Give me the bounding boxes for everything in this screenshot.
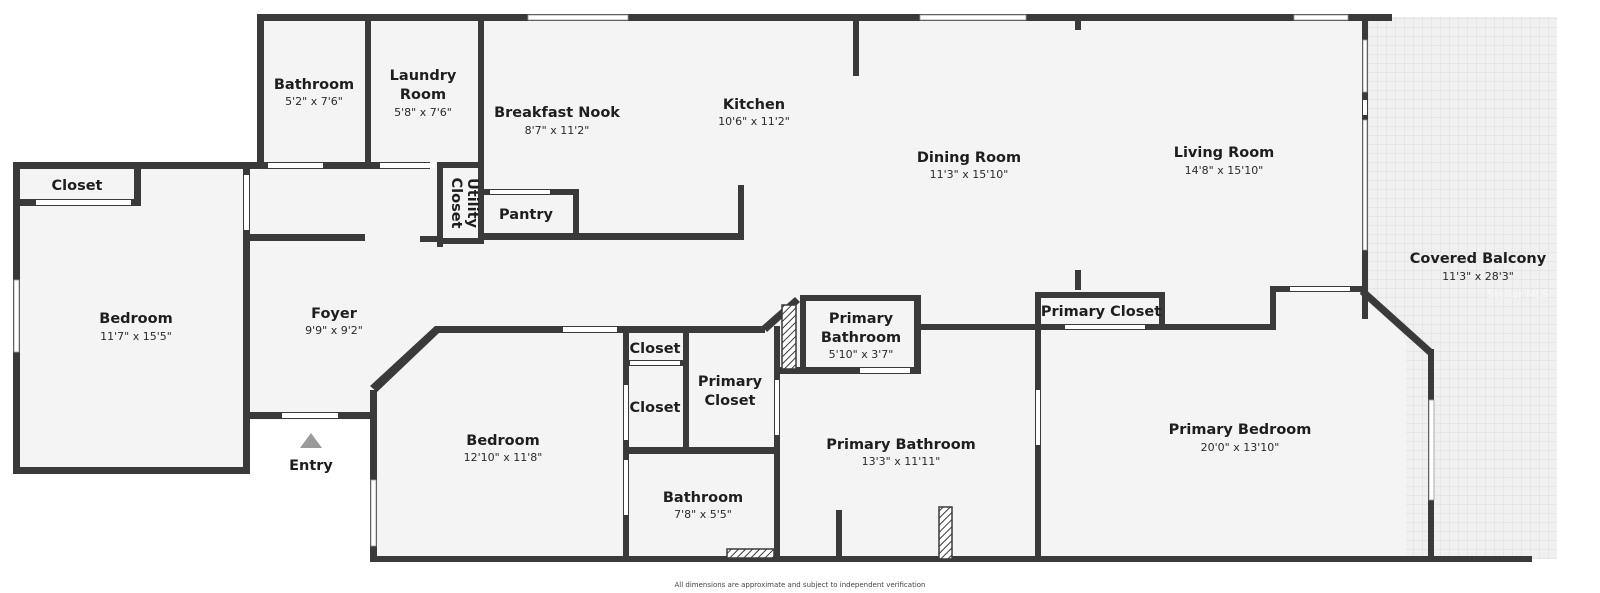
room-bathroom-upper-dims: 5'2" x 7'6" [285, 95, 343, 108]
room-primary-closet-left-line2: Closet [705, 393, 756, 409]
room-primary-closet-left-line1: Primary [698, 374, 763, 390]
room-pantry-name: Pantry [499, 207, 553, 223]
room-foyer-name: Foyer [311, 306, 358, 322]
room-primary-closet-right-name: Primary Closet [1041, 304, 1161, 320]
room-living-room-name: Living Room [1174, 145, 1275, 161]
door-openings [36, 100, 1367, 515]
room-primary-bathroom-small-line2: Bathroom [821, 330, 901, 346]
room-primary-bathroom-name: Primary Bathroom [826, 437, 976, 453]
room-entry-name: Entry [289, 458, 333, 474]
room-breakfast-nook-dims: 8'7" x 11'2" [525, 124, 590, 137]
room-primary-bathroom-dims: 13'3" x 11'11" [862, 455, 941, 468]
hatched-column-1 [781, 304, 797, 370]
room-laundry-dims: 5'8" x 7'6" [394, 106, 452, 119]
windows [13, 14, 1435, 547]
room-covered-balcony-dims: 11'3" x 28'3" [1442, 270, 1514, 283]
watermark: Stellar MLS [1487, 288, 1549, 301]
room-primary-bedroom-name: Primary Bedroom [1169, 422, 1312, 438]
room-breakfast-nook-name: Breakfast Nook [494, 105, 620, 121]
room-bedroom-left-name: Bedroom [99, 311, 172, 327]
room-closet-mid-2-name: Closet [630, 400, 681, 416]
room-primary-bedroom-dims: 20'0" x 13'10" [1201, 441, 1280, 454]
dimensions-footnote: All dimensions are approximate and subje… [675, 581, 926, 589]
room-bedroom-middle-dims: 12'10" x 11'8" [464, 451, 543, 464]
room-kitchen-name: Kitchen [723, 97, 785, 113]
hatched-column-2 [938, 506, 953, 560]
room-bathroom-lower-name: Bathroom [663, 490, 743, 506]
room-primary-bathroom-small-line1: Primary [829, 311, 894, 327]
room-closet-mid-1-name: Closet [630, 341, 681, 357]
room-foyer-dims: 9'9" x 9'2" [305, 324, 363, 337]
floor-fills [16, 17, 1406, 559]
room-primary-bathroom-small-dims: 5'10" x 3'7" [829, 348, 894, 361]
room-closet-left-name: Closet [52, 178, 103, 194]
room-bathroom-lower-dims: 7'8" x 5'5" [674, 508, 732, 521]
room-bedroom-left-dims: 11'7" x 15'5" [100, 330, 172, 343]
entry-arrow-icon [300, 433, 322, 448]
room-utility-closet-line1: Utility [464, 178, 480, 229]
room-dining-room-name: Dining Room [917, 150, 1021, 166]
hatched-strip [726, 548, 775, 559]
room-dining-room-dims: 11'3" x 15'10" [930, 168, 1009, 181]
room-kitchen-dims: 10'6" x 11'2" [718, 115, 790, 128]
room-bathroom-upper-name: Bathroom [274, 77, 354, 93]
room-laundry-name-line2: Room [400, 87, 446, 103]
room-labels: Bathroom 5'2" x 7'6" Laundry Room 5'8" x… [52, 68, 1547, 521]
room-bedroom-middle-name: Bedroom [466, 433, 539, 449]
room-utility-closet-line2: Closet [448, 178, 464, 229]
room-living-room-dims: 14'8" x 15'10" [1185, 164, 1264, 177]
room-laundry-name-line1: Laundry [390, 68, 457, 84]
room-covered-balcony-name: Covered Balcony [1410, 251, 1547, 267]
